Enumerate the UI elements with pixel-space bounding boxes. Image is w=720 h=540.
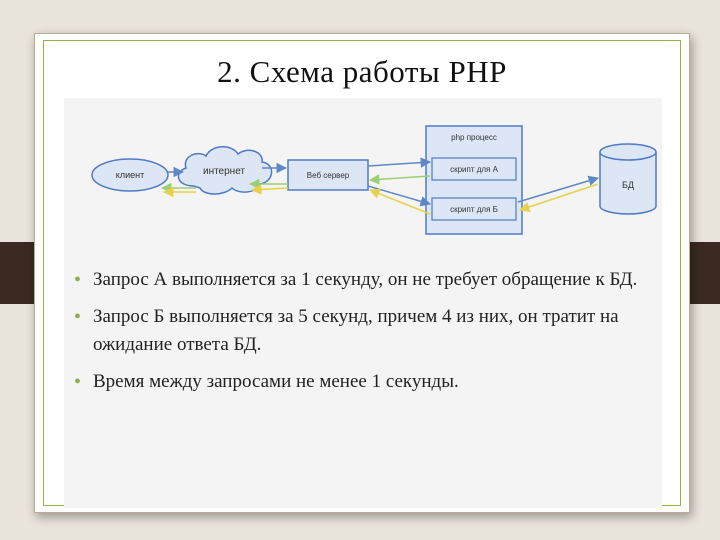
- bullet-marker: •: [74, 306, 82, 328]
- script-a-label: скрипт для А: [450, 165, 499, 174]
- script-b-label: скрипт для Б: [450, 205, 498, 214]
- web-server-label: Веб сервер: [307, 171, 350, 180]
- php-flow-diagram: клиент интернет Веб сервер php процесс с…: [91, 125, 657, 235]
- bullet-text: Запрос А выполняется за 1 секунду, он не…: [93, 269, 638, 290]
- bullet-marker: •: [74, 269, 82, 291]
- db-label: БД: [622, 180, 634, 190]
- bullet-text: Запрос Б выполняется за 5 секунд, причем…: [93, 306, 619, 355]
- internet-cloud-icon: [177, 146, 273, 195]
- script-b-node: [431, 197, 517, 221]
- arrow-script-b-db: [517, 175, 600, 203]
- bullet-item: • Время между запросами не менее 1 секун…: [69, 368, 659, 396]
- arrow-webserver-internet-yellow: [250, 184, 289, 195]
- arrow-script-b-webserver: [369, 188, 431, 215]
- php-process-label: php процесс: [451, 133, 497, 142]
- internet-label: интернет: [203, 166, 245, 177]
- script-a-node: [431, 157, 517, 181]
- slide-card: клиент интернет Веб сервер php процесс с…: [34, 33, 690, 513]
- bullet-list: • Запрос А выполняется за 1 секунду, он …: [69, 266, 659, 405]
- web-server-node: [287, 159, 369, 191]
- bullet-item: • Запрос Б выполняется за 5 секунд, прич…: [69, 303, 659, 359]
- arrow-db-script-b: [519, 183, 599, 212]
- diagram-panel: клиент интернет Веб сервер php процесс с…: [64, 98, 662, 508]
- client-node: [91, 158, 169, 192]
- bullet-text: Время между запросами не менее 1 секунды…: [93, 371, 459, 392]
- arrow-script-a-webserver: [368, 174, 431, 185]
- arrow-webserver-script-a: [367, 157, 432, 168]
- bullet-item: • Запрос А выполняется за 1 секунду, он …: [69, 266, 659, 294]
- client-label: клиент: [116, 170, 144, 180]
- slide-title: 2. Схема работы PHP: [217, 54, 507, 89]
- database-icon: [599, 143, 657, 215]
- bullet-marker: •: [74, 371, 82, 393]
